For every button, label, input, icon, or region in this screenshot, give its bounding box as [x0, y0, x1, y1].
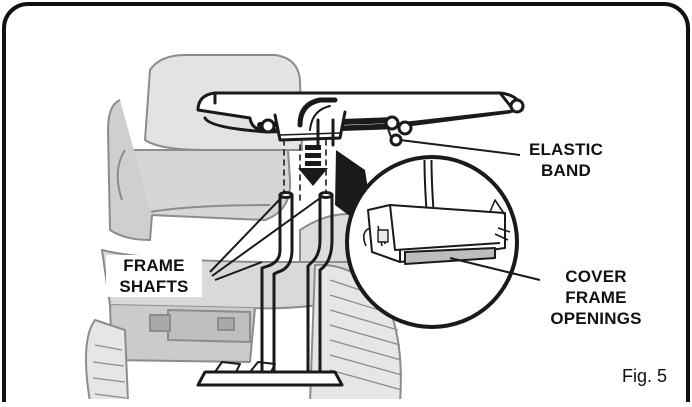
bag-frame	[196, 91, 525, 387]
frame-shaft-left	[260, 193, 282, 382]
leader-frame-shafts-1	[209, 195, 284, 273]
leader-lines	[209, 139, 541, 281]
frame-shaft-right	[306, 193, 322, 382]
callout-cover-line3: OPENINGS	[550, 309, 642, 328]
detail-circle	[345, 155, 519, 329]
insert-arrow	[298, 145, 328, 186]
callout-cover-line2: FRAME	[565, 288, 627, 307]
frame-opening-slot	[404, 247, 496, 265]
figure-label: Fig. 5	[622, 366, 668, 386]
callout-cover-frame-openings: COVER FRAME OPENINGS	[540, 266, 652, 329]
callout-cover-line1: COVER	[565, 267, 627, 286]
callout-frame-shafts-line1: FRAME	[123, 256, 185, 275]
base-bracket	[196, 370, 344, 387]
leader-cover-openings	[449, 257, 541, 281]
callout-frame-shafts: FRAME SHAFTS	[106, 255, 202, 297]
callout-elastic-band: ELASTIC BAND	[520, 139, 612, 181]
callout-elastic-band-line1: ELASTIC	[528, 140, 604, 159]
hitch-plate	[167, 309, 251, 343]
leader-frame-shafts-3	[214, 261, 263, 281]
callout-frame-shafts-line2: SHAFTS	[119, 277, 189, 296]
leader-frame-shafts-2	[211, 195, 324, 277]
callout-elastic-band-line2: BAND	[541, 161, 591, 180]
leader-elastic-band	[399, 139, 521, 156]
rear-tire-left	[85, 319, 129, 399]
